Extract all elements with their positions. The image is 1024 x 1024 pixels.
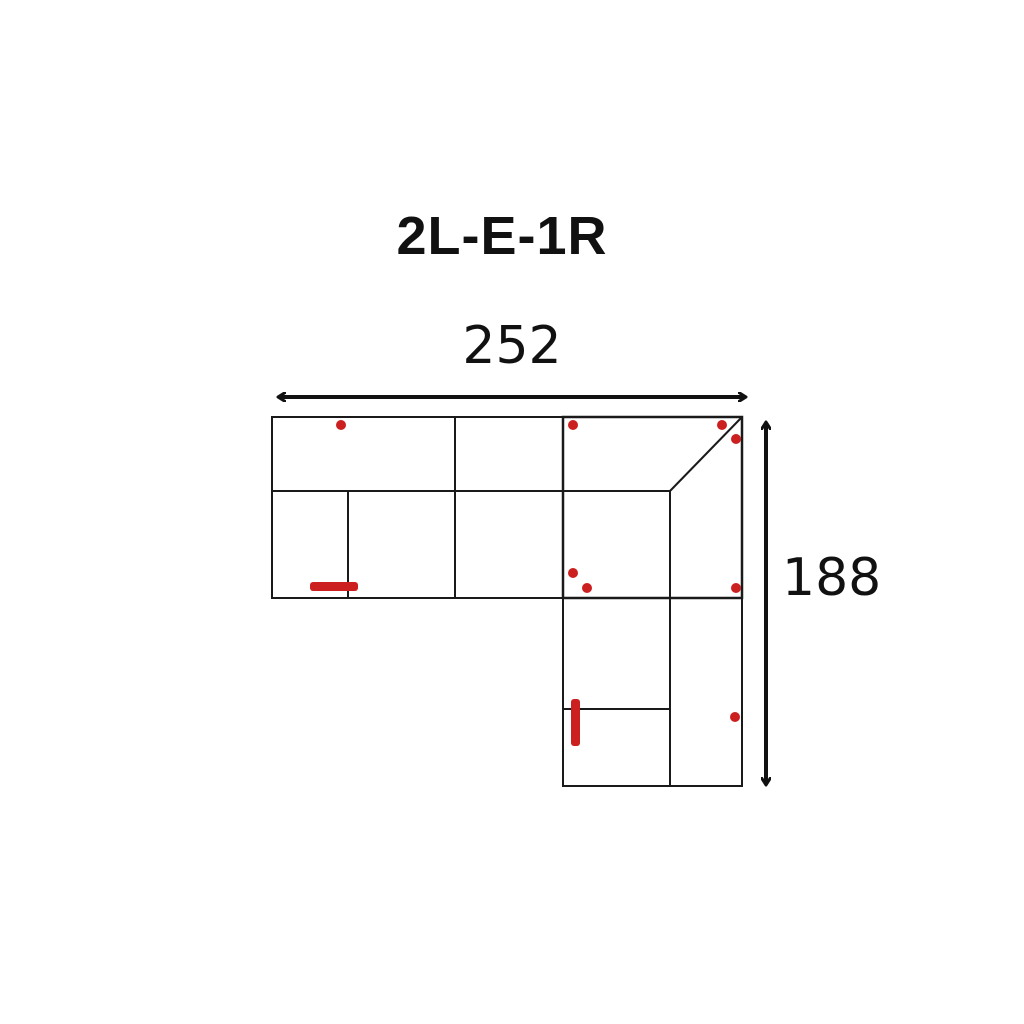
connector-dot [568,568,578,578]
connector-dot [731,434,741,444]
connector-dot [336,420,346,430]
connector-dot [568,420,578,430]
connector-bar-vertical [571,699,580,746]
left-module-outline [271,416,456,599]
corner-module-diagonal [669,416,743,492]
model-title: 2L-E-1R [396,206,608,266]
connector-bar-horizontal [310,582,358,591]
width-dimension-label: 252 [462,316,562,376]
connector-dot [731,583,741,593]
connector-dot [717,420,727,430]
middle-module-outline [454,416,564,599]
connector-dot [730,712,740,722]
depth-dimension-label: 188 [782,548,882,608]
chaise-module-outline [562,597,743,787]
connector-dot [582,583,592,593]
